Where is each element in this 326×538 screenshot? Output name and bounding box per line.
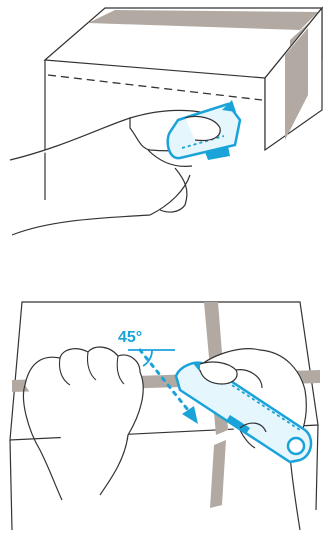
cut-guide-line <box>48 75 262 100</box>
box-opening-illustration <box>0 0 326 240</box>
step-open-box-panel <box>0 0 326 240</box>
cutter-hang-hole <box>288 438 304 454</box>
step-cut-angle-panel: 45° <box>0 280 326 538</box>
angle-label: 45° <box>118 329 142 346</box>
angle-cut-illustration: 45° <box>0 280 326 538</box>
